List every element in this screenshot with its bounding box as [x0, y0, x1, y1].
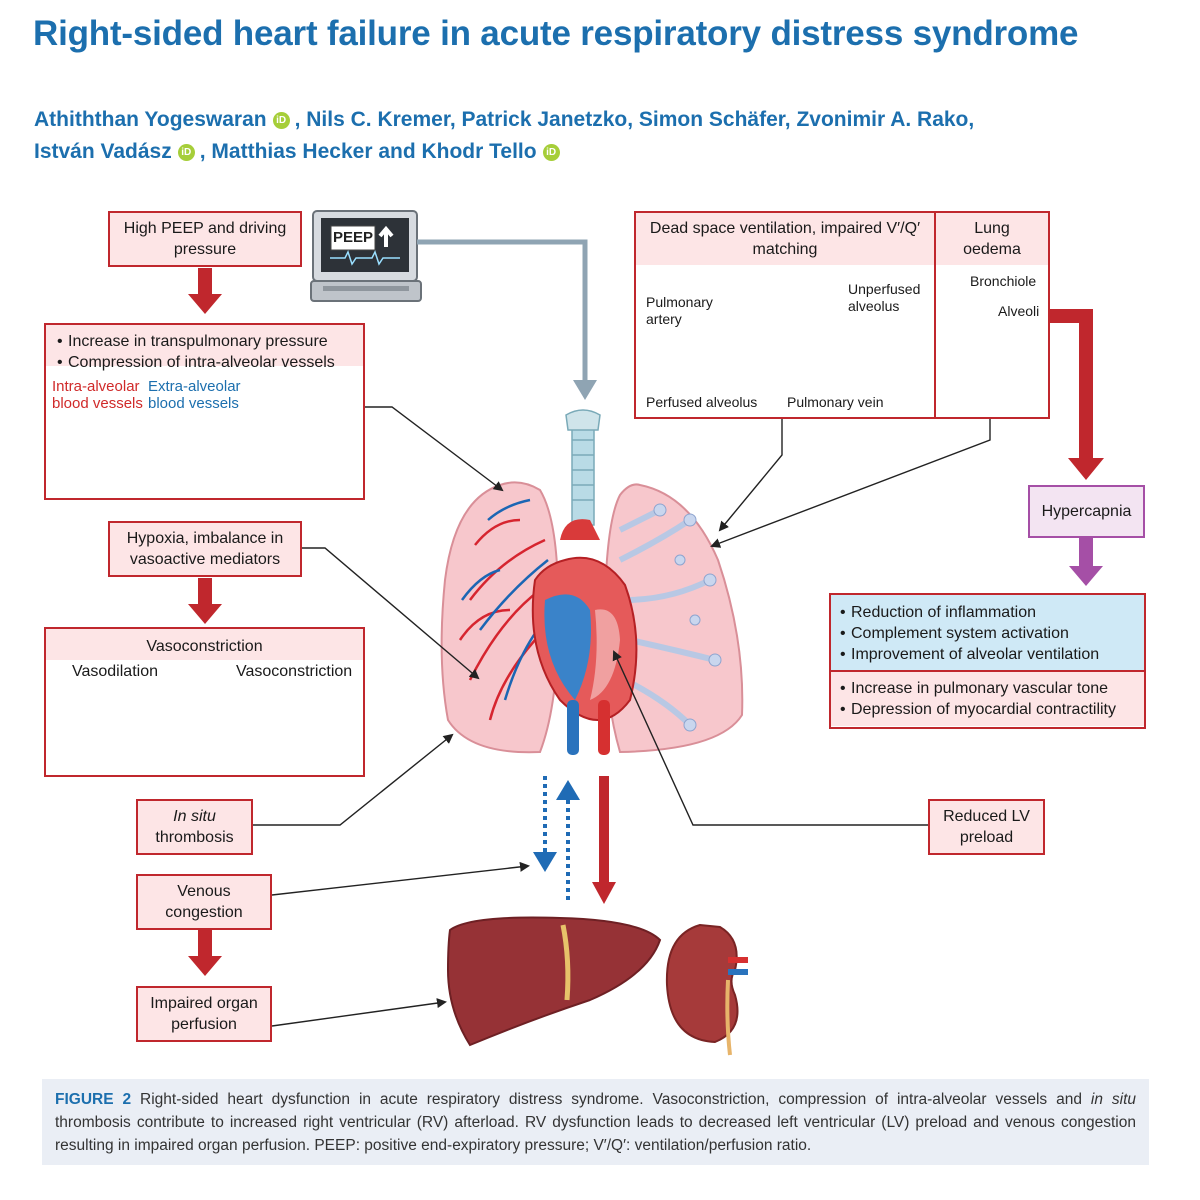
intra-alveolar-label: Intra-alveolar blood vessels	[52, 378, 143, 412]
effect-item: Depression of myocardial contractility	[837, 699, 1138, 720]
in-situ-thrombosis-box: In situ thrombosis	[136, 799, 253, 855]
authors-line1-rest: , Nils C. Kremer, Patrick Janetzko, Simo…	[294, 108, 975, 131]
author-vadasz[interactable]: István Vadász	[34, 140, 172, 163]
pulmonary-vein-label: Pulmonary vein	[787, 394, 884, 410]
hypercapnia-label: Hypercapnia	[1041, 503, 1132, 520]
author-yogeswaran[interactable]: Athiththan Yogeswaran	[34, 108, 267, 131]
high-peep-label: High PEEP and driving pressure	[123, 220, 287, 258]
caption-text-1: Right-sided heart dysfunction in acute r…	[131, 1091, 1091, 1108]
vasodilation-label: Vasodilation	[72, 663, 158, 680]
perfused-alveolus-label: Perfused alveolus	[646, 394, 758, 410]
vasoconstriction-label: Vasoconstriction	[236, 663, 353, 680]
unperfused-alveolus-label: Unperfused alveolus	[848, 281, 921, 314]
in-situ-label: In situ	[173, 808, 216, 825]
liver-illustration	[446, 916, 662, 1047]
hypercapnia-box: Hypercapnia	[1028, 485, 1145, 538]
harmful-effects: Increase in pulmonary vascular tone Depr…	[831, 672, 1144, 726]
high-peep-box: High PEEP and driving pressure	[108, 211, 302, 267]
venous-congestion-box: Venous congestion	[136, 874, 272, 930]
vasoconstriction-box: Vasoconstriction	[44, 627, 365, 777]
impaired-perfusion-label: Impaired organ perfusion	[150, 995, 258, 1033]
trachea-illustration	[565, 409, 601, 526]
pulmonary-artery-label: Pulmonary artery	[646, 294, 713, 327]
dead-space-title: Dead space ventilation, impaired V′/Q′ m…	[636, 213, 934, 265]
orcid-icon[interactable]: iD	[542, 144, 560, 161]
venous-congestion-label: Venous congestion	[165, 883, 243, 921]
figure-caption: FIGURE 2 Right-sided heart dysfunction i…	[42, 1079, 1149, 1165]
alveoli-label: Alveoli	[998, 303, 1040, 319]
effect-item: Reduction of inflammation	[837, 602, 1138, 623]
authors-line2-rest: , Matthias Hecker and Khodr Tello	[199, 140, 537, 163]
heart-illustration	[531, 519, 638, 755]
ventilator-icon	[310, 210, 422, 302]
panel-divider	[934, 213, 936, 417]
figure-label: FIGURE 2	[55, 1091, 132, 1108]
figure-title: Right-sided heart failure in acute respi…	[33, 14, 1079, 53]
reduced-lv-label: Reduced LV preload	[943, 808, 1030, 846]
hypoxia-box: Hypoxia, imbalance in vasoactive mediato…	[108, 521, 302, 577]
extra-alveolar-label: Extra-alveolar blood vessels	[148, 378, 241, 412]
transpulmonary-item: Increase in transpulmonary pressure	[54, 331, 355, 352]
vasoconstriction-title: Vasoconstriction	[46, 629, 363, 660]
orcid-icon[interactable]: iD	[177, 144, 195, 161]
effect-item: Improvement of alveolar ventilation	[837, 644, 1138, 665]
beneficial-effects: Reduction of inflammation Complement sys…	[831, 595, 1144, 672]
lung-oedema-title: Lung oedema	[936, 213, 1048, 265]
thrombosis-label: thrombosis	[155, 829, 234, 846]
hypoxia-label: Hypoxia, imbalance in vasoactive mediato…	[126, 530, 284, 568]
dead-space-lung-oedema-panel: Dead space ventilation, impaired V′/Q′ m…	[634, 211, 1050, 419]
caption-text-2: thrombosis contribute to increased right…	[55, 1114, 1136, 1154]
kidney-illustration	[665, 923, 748, 1056]
caption-italic: in situ	[1090, 1091, 1136, 1108]
impaired-perfusion-box: Impaired organ perfusion	[136, 986, 272, 1042]
effect-item: Complement system activation	[837, 623, 1138, 644]
peep-screen-label: PEEP	[333, 229, 374, 246]
hypercapnia-effects-box: Reduction of inflammation Complement sys…	[829, 593, 1146, 729]
compression-item: Compression of intra-alveolar vessels	[54, 352, 355, 373]
orcid-icon[interactable]: iD	[272, 112, 290, 129]
transpulmonary-pressure-box: Increase in transpulmonary pressure Comp…	[44, 323, 365, 500]
bronchiole-label: Bronchiole	[970, 273, 1037, 289]
reduced-lv-preload-box: Reduced LV preload	[928, 799, 1045, 855]
effect-item: Increase in pulmonary vascular tone	[837, 678, 1138, 699]
